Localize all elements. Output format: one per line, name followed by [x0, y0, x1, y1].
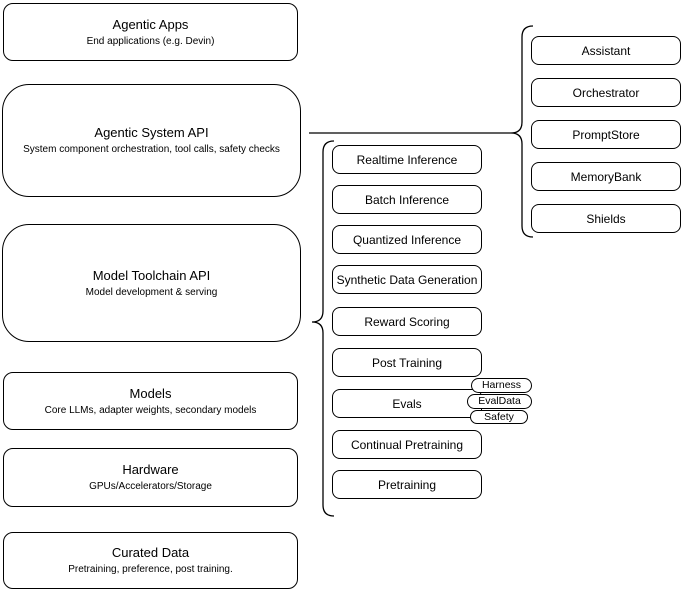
node-pretraining: Pretraining [332, 470, 482, 499]
node-hardware: Hardware GPUs/Accelerators/Storage [3, 448, 298, 507]
node-subtitle: GPUs/Accelerators/Storage [89, 481, 212, 492]
node-continual-pretraining: Continual Pretraining [332, 430, 482, 459]
tag-harness: Harness [471, 378, 532, 393]
node-title: Agentic System API [94, 125, 209, 140]
tag-evaldata: EvalData [467, 394, 532, 409]
node-title: Model Toolchain API [92, 267, 211, 283]
node-subtitle: Core LLMs, adapter weights, secondary mo… [44, 404, 257, 416]
node-reward-scoring: Reward Scoring [332, 307, 482, 336]
node-subtitle: Pretraining, preference, post training. [68, 564, 233, 575]
node-agentic-system-api: Agentic System API System component orch… [2, 84, 301, 197]
node-subtitle: Model development & serving [85, 286, 218, 298]
node-synthetic-data-generation: Synthetic Data Generation [332, 265, 482, 294]
node-title: Hardware [122, 462, 179, 477]
node-quantized-inference: Quantized Inference [332, 225, 482, 254]
node-realtime-inference: Realtime Inference [332, 145, 482, 174]
node-batch-inference: Batch Inference [332, 185, 482, 214]
node-models: Models Core LLMs, adapter weights, secon… [3, 372, 298, 430]
node-assistant: Assistant [531, 36, 681, 65]
node-orchestrator: Orchestrator [531, 78, 681, 107]
node-agentic-apps: Agentic Apps End applications (e.g. Devi… [3, 3, 298, 61]
node-evals: Evals [332, 389, 482, 418]
node-curated-data: Curated Data Pretraining, preference, po… [3, 532, 298, 589]
node-memorybank: MemoryBank [531, 162, 681, 191]
node-post-training: Post Training [332, 348, 482, 377]
system-components-brace [510, 25, 534, 238]
toolchain-brace [311, 140, 335, 517]
node-model-toolchain-api: Model Toolchain API Model development & … [2, 224, 301, 342]
node-shields: Shields [531, 204, 681, 233]
node-subtitle: End applications (e.g. Devin) [86, 35, 215, 47]
node-title: Agentic Apps [112, 16, 189, 32]
node-title: Models [129, 385, 172, 401]
node-promptstore: PromptStore [531, 120, 681, 149]
node-title: Curated Data [111, 545, 190, 560]
node-subtitle: System component orchestration, tool cal… [23, 144, 280, 155]
tag-safety: Safety [470, 410, 528, 424]
